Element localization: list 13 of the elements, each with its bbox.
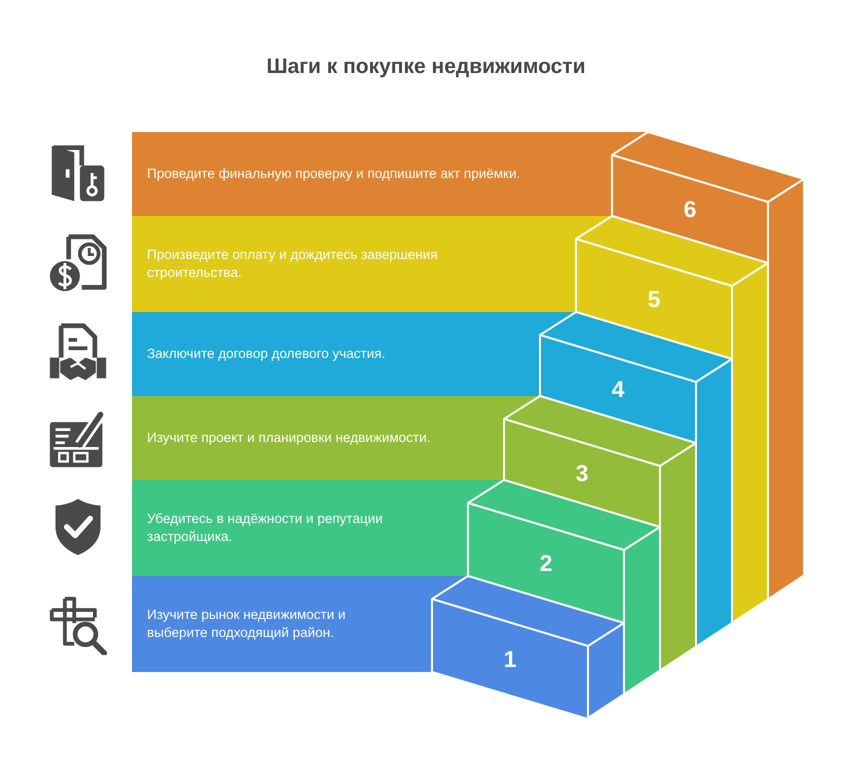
step-description: Изучите рынок недвижимости и выберите подходящий район. <box>147 606 347 642</box>
step-number: 5 <box>648 286 660 310</box>
step-description: Изучите проект и планировки недвижимости. <box>147 429 432 447</box>
step-description: Произведите оплату и дождитесь завершения строительства. <box>147 246 439 282</box>
step-description: Проведите финальную проверку и подпишите акт приёмки. <box>147 165 522 183</box>
step-description: Заключите договор долевого участия. <box>147 345 386 363</box>
step-description: Убедитесь в надёжности и репутации застройщика. <box>147 510 384 546</box>
step-number: 3 <box>576 460 588 484</box>
step-number: 4 <box>612 376 624 400</box>
step-number: 2 <box>540 550 552 574</box>
step-number: 1 <box>504 646 516 670</box>
title: Шаги к покупке недвижимости <box>266 54 586 80</box>
step-number: 6 <box>684 196 696 220</box>
